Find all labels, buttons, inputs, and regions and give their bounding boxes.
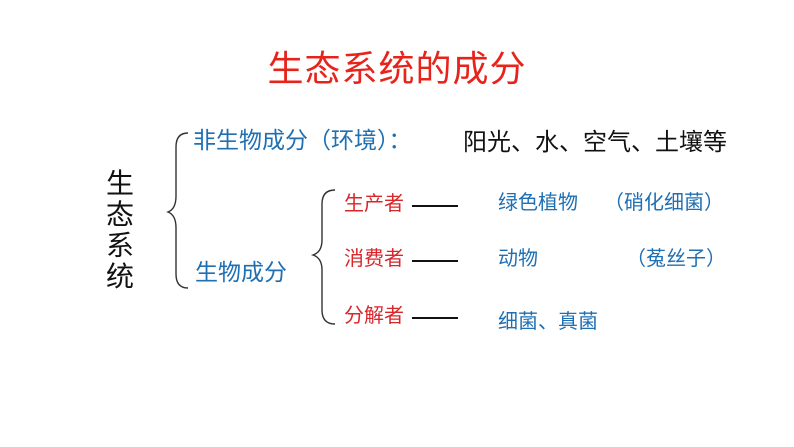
role-consumer-connector [412, 260, 458, 262]
page-title: 生态系统的成分 [267, 49, 527, 90]
biotic-brace [310, 189, 336, 325]
role-producer-example: 绿色植物 [498, 190, 578, 214]
role-decomposer-connector [412, 317, 458, 319]
biotic-component-label: 生物成分 [195, 260, 287, 286]
abiotic-component-examples: 阳光、水、空气、土壤等 [463, 128, 727, 156]
role-consumer-label: 消费者 [344, 246, 404, 270]
role-consumer-note: （菟丝子） [626, 246, 726, 270]
role-consumer-example: 动物 [498, 246, 538, 270]
role-producer-label: 生产者 [344, 191, 404, 215]
abiotic-component-label: 非生物成分（环境）： [193, 128, 412, 154]
root-brace [166, 132, 189, 289]
role-decomposer-example: 细菌、真菌 [498, 309, 598, 333]
role-producer-note: （硝化细菌） [604, 190, 724, 214]
role-producer-connector [412, 205, 458, 207]
root-label: 生态系统 [106, 167, 135, 293]
role-decomposer-label: 分解者 [344, 303, 404, 327]
